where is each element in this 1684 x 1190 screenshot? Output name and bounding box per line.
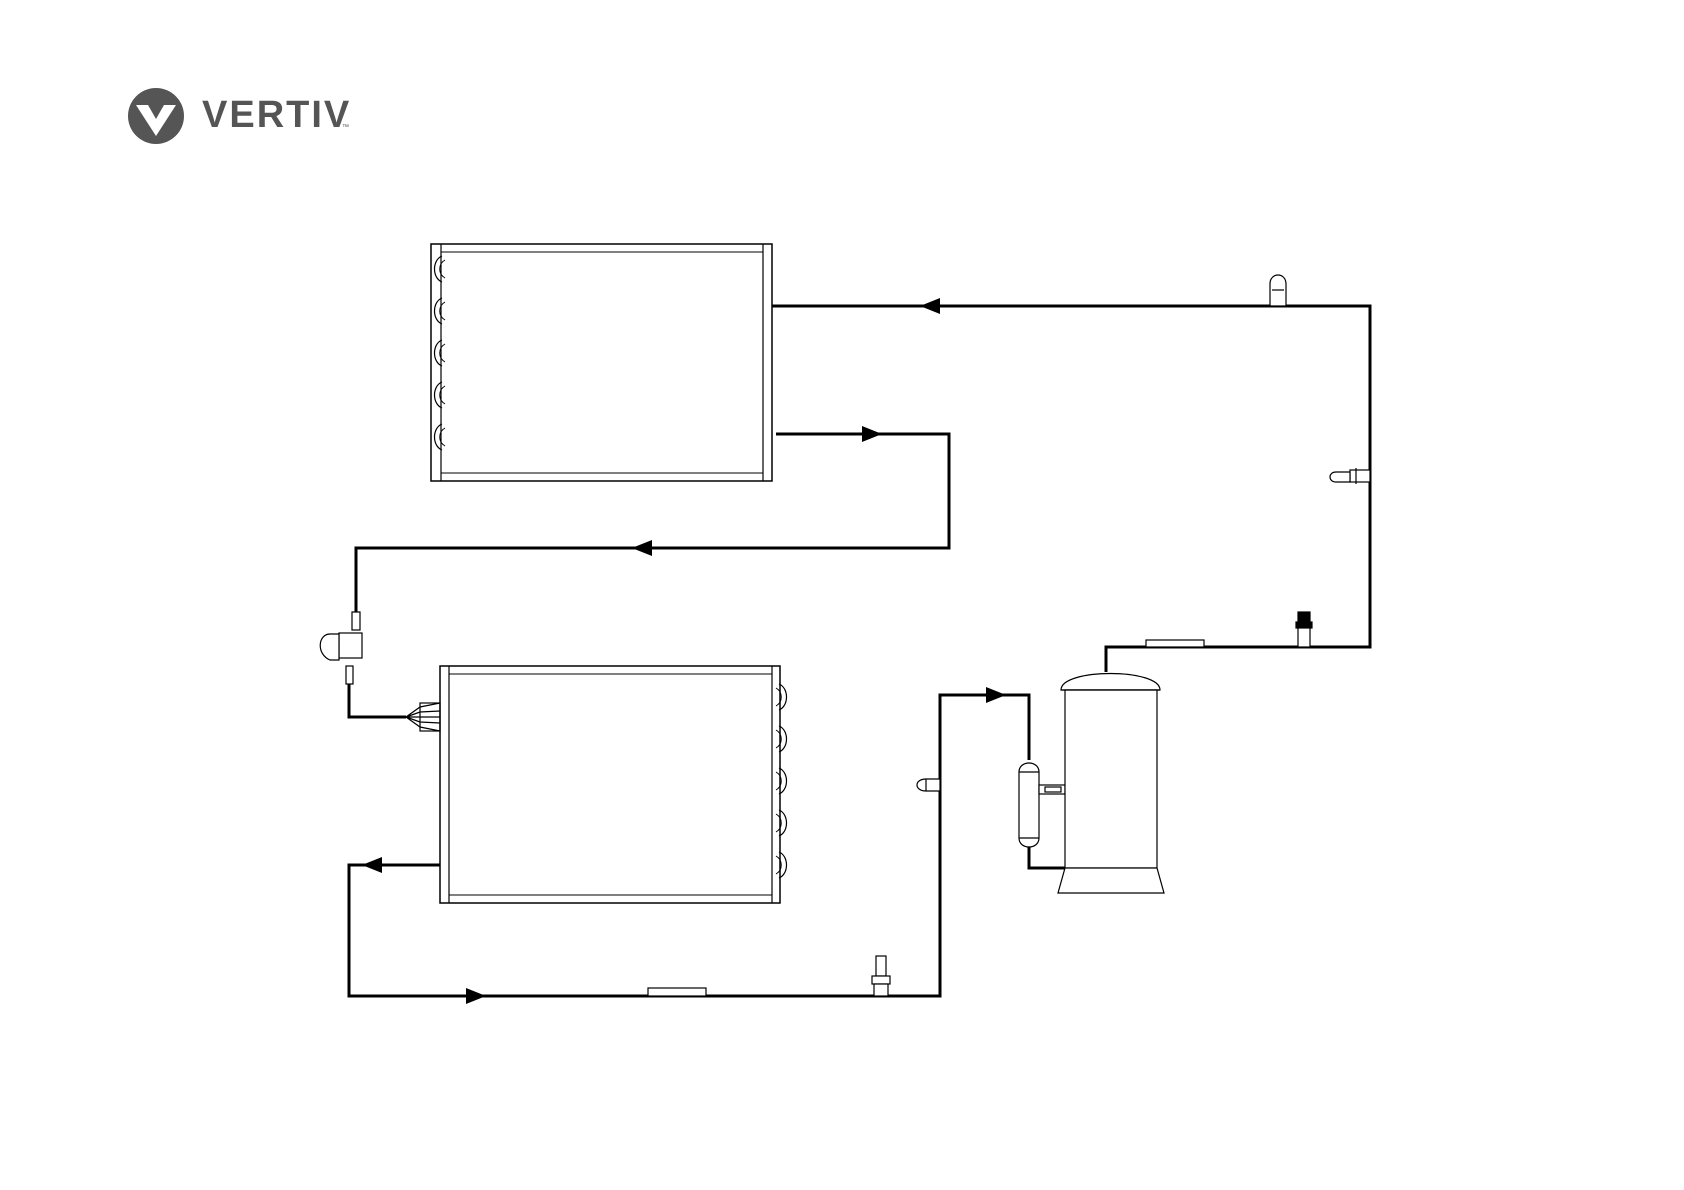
sight-glass [1146, 640, 1204, 647]
sensor [1296, 612, 1312, 647]
compressor [1058, 674, 1164, 894]
service-port [872, 956, 890, 996]
service-port [917, 779, 940, 791]
distributor [406, 703, 440, 731]
upper-coil-heat-exchanger [431, 244, 772, 481]
accumulator [1019, 763, 1065, 847]
flow-arrows [362, 298, 1006, 1004]
sight-glass [648, 988, 706, 996]
flow-arrow [920, 298, 940, 314]
service-port [1270, 275, 1286, 306]
flow-arrow [632, 540, 652, 556]
flow-arrow [466, 988, 486, 1004]
flow-arrow [986, 687, 1006, 703]
service-port [1330, 468, 1370, 484]
flow-arrow [862, 426, 882, 442]
flow-arrow [362, 857, 382, 873]
refrigerant-lines [349, 306, 1370, 996]
lower-coil-heat-exchanger [440, 666, 787, 903]
expansion-valve [320, 612, 362, 684]
